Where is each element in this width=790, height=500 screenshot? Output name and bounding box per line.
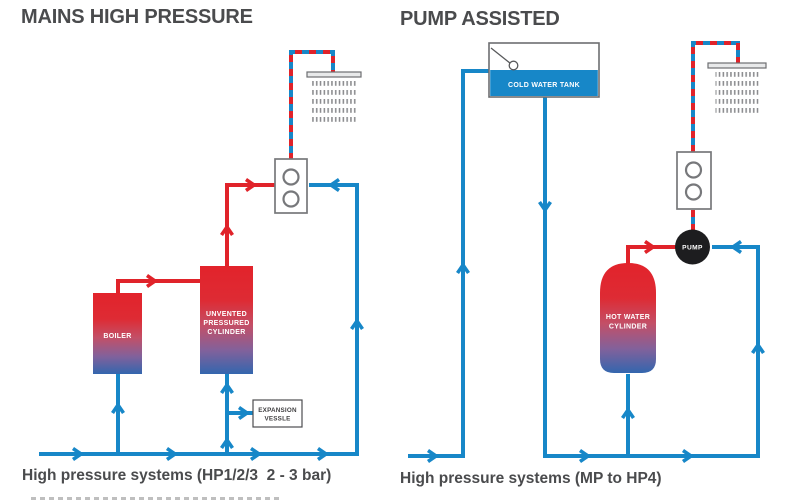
cold-mains-to-tank-pipe	[408, 69, 490, 458]
flow-arrow-down	[538, 200, 552, 214]
flow-arrow-up	[621, 406, 635, 420]
hot-water-cylinder-label-line2: CYLINDER	[609, 324, 647, 331]
flow-arrow-right	[237, 406, 251, 420]
mixer-valve-dial	[684, 183, 703, 201]
pump-assisted-diagram: COLD WATER TANK HOT WATER CYLINDER PUMP	[408, 41, 767, 463]
cold-water-tank-label: COLD WATER TANK	[508, 82, 580, 89]
flow-arrow-up	[111, 401, 125, 415]
flow-arrow-right	[681, 449, 695, 463]
expansion-vessel-box	[252, 399, 303, 428]
flow-arrow-up	[220, 381, 234, 395]
flow-arrow-right	[145, 274, 159, 288]
flow-arrow-right	[71, 447, 85, 461]
pump-label: PUMP	[682, 245, 703, 252]
shower-spray	[311, 80, 356, 122]
cold-water-tank-water	[490, 70, 598, 96]
flow-arrow-up	[456, 261, 470, 275]
left-panel-caption: High pressure systems (HP1/2/3 2 - 3 bar…	[22, 467, 332, 484]
flow-arrow-up	[350, 317, 364, 331]
unvented-cylinder-label-line1: UNVENTED	[206, 311, 247, 318]
float-valve-arm	[490, 47, 511, 65]
right-panel-caption: High pressure systems (MP to HP4)	[400, 470, 662, 487]
mixer-valve-dial	[282, 190, 300, 208]
unvented-cylinder-label-line2: PRESSURED	[203, 320, 249, 327]
flow-arrow-up	[220, 436, 234, 450]
flow-arrow-right	[578, 449, 592, 463]
mixer-valve-dial	[282, 168, 300, 186]
boiler-tank	[93, 293, 142, 374]
tank-cold-distribution-pipe	[543, 97, 760, 458]
flow-arrow-left	[327, 178, 341, 192]
shower-spray	[715, 71, 759, 113]
hot-cylinder-outlet-pipe	[626, 245, 676, 264]
mixed-water-pipe-dashes	[289, 50, 335, 160]
cylinder-hot-outlet-pipe	[225, 183, 276, 267]
boiler-label: BOILER	[103, 333, 131, 340]
flow-arrow-right	[426, 449, 440, 463]
flow-arrow-right	[249, 447, 263, 461]
expansion-vessel-label-line1: EXPANSION	[258, 407, 297, 414]
cropped-text-line	[31, 497, 283, 500]
flow-arrow-up	[751, 341, 765, 355]
expansion-vessel-label-line2: VESSLE	[264, 416, 290, 423]
mixer-valve-dial	[684, 161, 703, 179]
flow-arrow-right	[244, 178, 258, 192]
flow-arrow-right	[316, 447, 330, 461]
boiler-primary-hot-pipe	[116, 279, 200, 294]
hot-water-cylinder-tank	[600, 263, 656, 373]
mains-high-pressure-diagram: BOILER UNVENTED PRESSURED CYLINDER EXPAN…	[39, 50, 364, 461]
unvented-cylinder-label-line3: CYLINDER	[207, 329, 245, 336]
right-panel-title: PUMP ASSISTED	[400, 8, 560, 30]
pump	[675, 229, 710, 265]
float-valve-ball	[508, 60, 519, 71]
flow-arrow-left	[729, 240, 743, 254]
flow-arrow-right	[643, 240, 657, 254]
flow-arrow-up	[220, 223, 234, 237]
mixed-water-pipe-dashes	[691, 41, 740, 152]
hot-water-cylinder-label-line1: HOT WATER	[606, 314, 650, 321]
cold-mains-pipe	[39, 183, 359, 456]
left-panel-title: MAINS HIGH PRESSURE	[21, 6, 253, 28]
shower-head	[707, 62, 767, 69]
flow-arrow-right	[165, 447, 179, 461]
shower-head	[306, 71, 362, 78]
unvented-cylinder-tank	[200, 266, 253, 374]
